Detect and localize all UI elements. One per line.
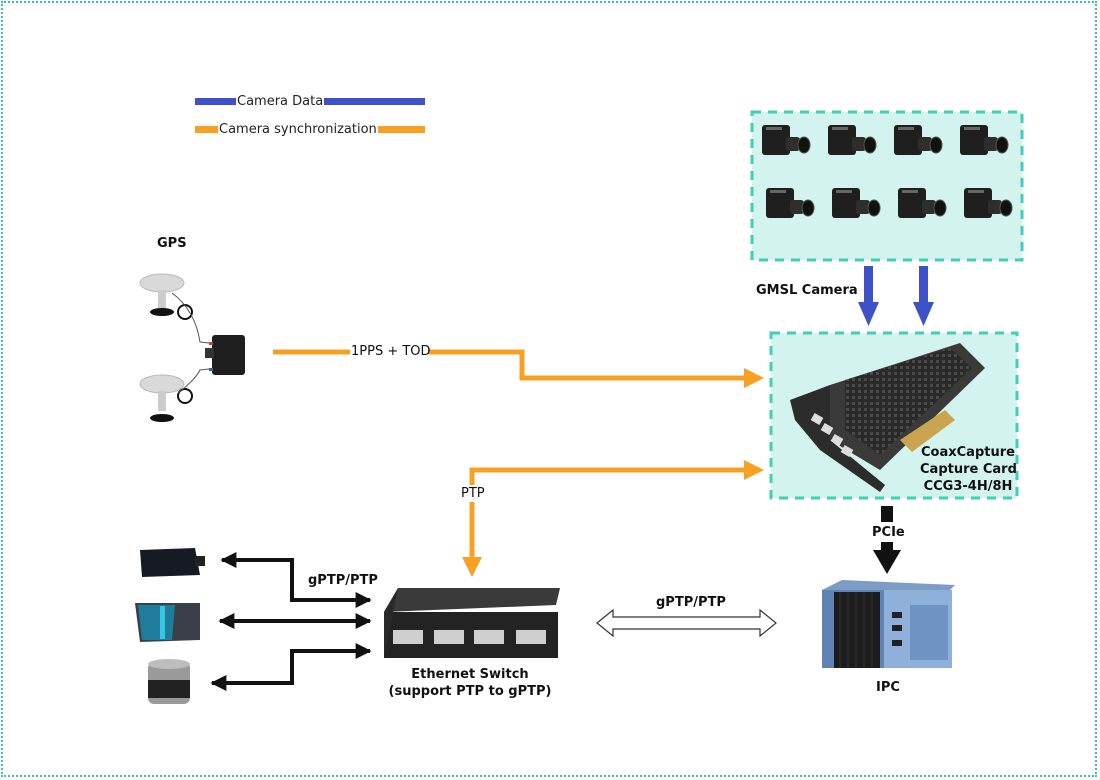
- sensor-network-lines: [210, 552, 372, 691]
- ethernet-switch-line2: (support PTP to gPTP): [388, 684, 552, 699]
- capture-card-label: CoaxCapture Capture Card CCG3-4H/8H: [920, 445, 1017, 494]
- gmsl-camera-icon: [766, 188, 815, 218]
- switch-ipc-gptp-label: gPTP/PTP: [656, 595, 726, 610]
- sensors-gptp-label: gPTP/PTP: [308, 573, 378, 588]
- ipc-image: [822, 580, 955, 668]
- gmsl-camera-icon: [898, 188, 947, 218]
- pcie-label: PCIe: [872, 525, 905, 540]
- gmsl-camera-icon: [762, 125, 811, 155]
- camera-grid: [762, 125, 1013, 218]
- capture-card-line2: Capture Card: [920, 462, 1017, 477]
- ethernet-switch-label: Ethernet Switch (support PTP to gPTP): [380, 667, 560, 699]
- capture-card-image: [790, 343, 985, 492]
- gmsl-camera-icon: [894, 125, 943, 155]
- camera-data-arrows: [858, 266, 934, 326]
- sensor-lidar-solid-image: [135, 603, 200, 642]
- switch-ipc-link: [596, 608, 777, 638]
- sync-line-ptp: [462, 460, 764, 577]
- capture-card-line3: CCG3-4H/8H: [923, 479, 1013, 494]
- gmsl-camera-icon: [960, 125, 1009, 155]
- pcie-arrow: [873, 506, 901, 574]
- sensor-lidar-mech-image: [148, 659, 190, 704]
- legend-camera-data-label: Camera Data: [236, 94, 325, 109]
- gps-label: GPS: [157, 236, 187, 251]
- ethernet-switch-image: [384, 588, 560, 658]
- capture-card-line1: CoaxCapture: [921, 445, 1015, 460]
- gmsl-camera-icon: [832, 188, 881, 218]
- gmsl-camera-label: GMSL Camera: [756, 283, 858, 298]
- ipc-label: IPC: [876, 680, 900, 695]
- sensor-camera-image: [140, 548, 205, 577]
- ptp-label: PTP: [461, 486, 485, 501]
- gmsl-camera-icon: [964, 188, 1013, 218]
- ethernet-switch-line1: Ethernet Switch: [411, 667, 529, 682]
- gmsl-camera-icon: [828, 125, 877, 155]
- gps-antennas: [139, 273, 210, 422]
- 1pps-tod-label: 1PPS + TOD: [351, 344, 431, 359]
- sync-line-1pps: [273, 349, 764, 388]
- legend-camera-sync-label: Camera synchronization: [218, 122, 378, 137]
- gps-receiver-image: [205, 335, 245, 375]
